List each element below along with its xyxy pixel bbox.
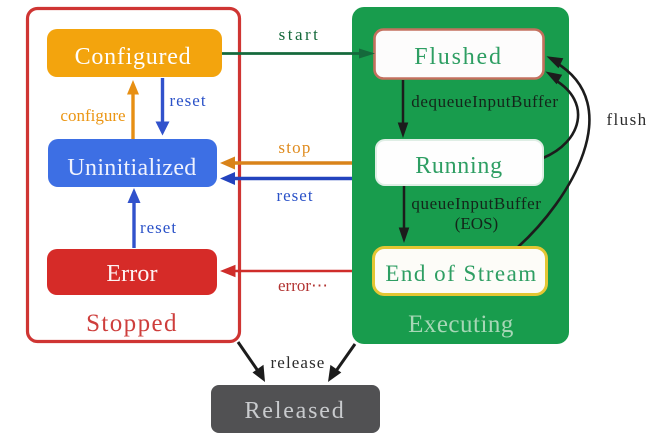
svg-text:(EOS): (EOS) xyxy=(455,214,498,233)
svg-text:Stopped: Stopped xyxy=(86,310,178,337)
svg-text:Flushed: Flushed xyxy=(414,44,503,70)
svg-text:release: release xyxy=(271,353,326,372)
svg-text:Configured: Configured xyxy=(75,44,192,70)
svg-text:reset: reset xyxy=(169,91,206,110)
svg-text:Error: Error xyxy=(106,261,157,287)
svg-text:Executing: Executing xyxy=(408,311,514,338)
svg-text:error⋯: error⋯ xyxy=(278,276,328,295)
svg-text:Running: Running xyxy=(415,153,503,179)
svg-text:queueInputBuffer: queueInputBuffer xyxy=(411,194,541,213)
svg-text:Uninitialized: Uninitialized xyxy=(67,155,196,181)
svg-text:reset: reset xyxy=(140,218,177,237)
svg-text:Released: Released xyxy=(244,398,345,424)
svg-text:start: start xyxy=(279,25,321,44)
svg-text:reset: reset xyxy=(276,186,313,205)
svg-text:configure: configure xyxy=(60,106,125,125)
svg-text:dequeueInputBuffer: dequeueInputBuffer xyxy=(411,92,558,111)
svg-text:End of Stream: End of Stream xyxy=(385,261,537,286)
svg-text:stop: stop xyxy=(278,138,311,157)
svg-text:flush: flush xyxy=(607,110,648,129)
